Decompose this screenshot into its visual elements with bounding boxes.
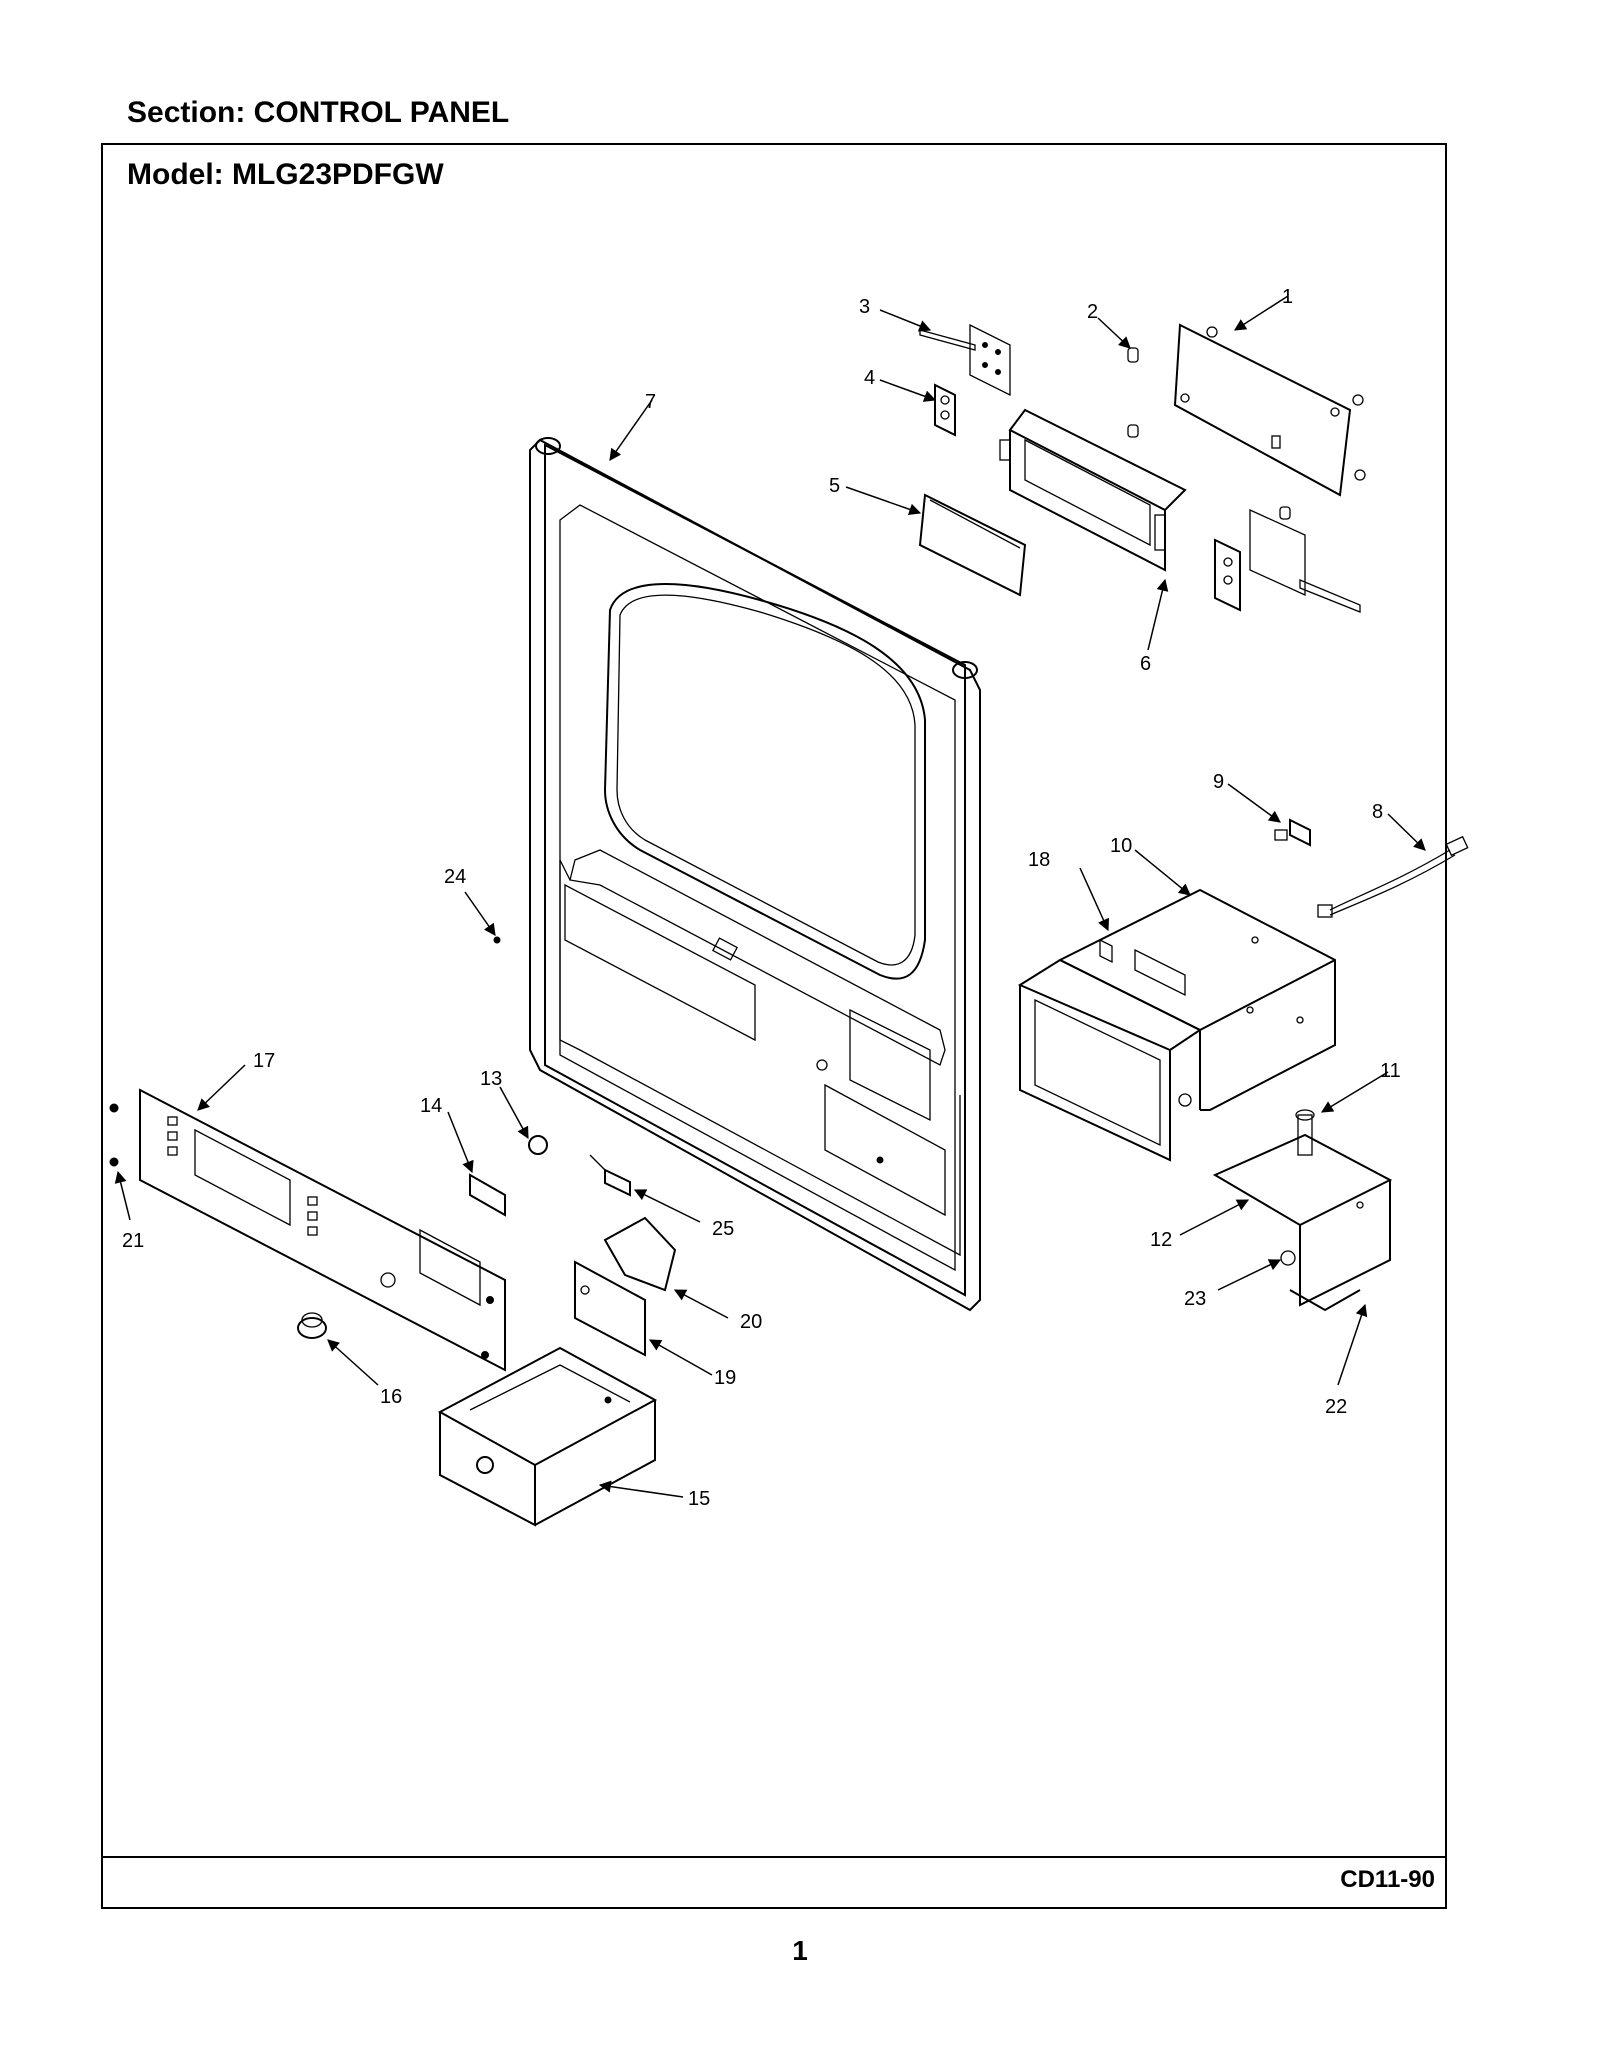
timer-module: [574, 1216, 677, 1357]
callout-11: 11: [1380, 1060, 1401, 1082]
model-title: Model: MLG23PDFGW: [127, 158, 444, 191]
tray: [437, 1346, 658, 1527]
drawing-code: CD11-90: [1340, 1866, 1435, 1893]
callout-25: 25: [712, 1218, 734, 1240]
display-lens: [918, 493, 1027, 597]
footer-divider: [101, 1856, 1447, 1858]
control-board-upper: [919, 323, 1011, 397]
callout-15: 15: [688, 1488, 710, 1510]
callout-16: 16: [380, 1386, 402, 1408]
callout-13: 13: [480, 1068, 502, 1090]
callout-8: 8: [1372, 801, 1383, 823]
callout-9: 9: [1213, 771, 1224, 793]
callout-1: 1: [1282, 286, 1293, 308]
screws: [109, 936, 501, 1359]
callout-14: 14: [420, 1095, 442, 1117]
wire-harness: [1317, 835, 1469, 918]
control-box: [1017, 888, 1336, 1162]
page-number: 1: [792, 1935, 808, 1966]
callout-23: 23: [1184, 1288, 1206, 1310]
control-panel-front: [529, 437, 981, 1312]
callout-12: 12: [1150, 1229, 1172, 1251]
callout-21: 21: [122, 1230, 144, 1252]
callout-20: 20: [740, 1311, 762, 1333]
switch-bracket: [934, 383, 956, 437]
board-cover-plate: [1173, 323, 1366, 497]
callout-19: 19: [714, 1367, 736, 1389]
callout-4: 4: [864, 367, 875, 389]
callout-22: 22: [1325, 1396, 1347, 1418]
door-switch: [1274, 818, 1311, 847]
diagram-frame: [101, 143, 1447, 1909]
callout-10: 10: [1110, 835, 1132, 857]
standoffs: [1127, 347, 1291, 520]
callout-18: 18: [1028, 849, 1050, 871]
knob: [297, 1312, 327, 1339]
door-lock-parts: [469, 1135, 631, 1217]
board-housing: [999, 408, 1187, 572]
callout-3: 3: [859, 296, 870, 318]
section-title: Section: CONTROL PANEL: [127, 96, 510, 129]
callout-7: 7: [645, 391, 656, 413]
control-board-lower: [1214, 508, 1361, 613]
console-trim-panel: [139, 1088, 506, 1372]
callout-2: 2: [1087, 301, 1098, 323]
callout-24: 24: [444, 866, 466, 888]
callout-6: 6: [1140, 653, 1151, 675]
callout-17: 17: [253, 1050, 275, 1072]
callout-5: 5: [829, 475, 840, 497]
mounting-bracket: [1212, 1109, 1393, 1312]
